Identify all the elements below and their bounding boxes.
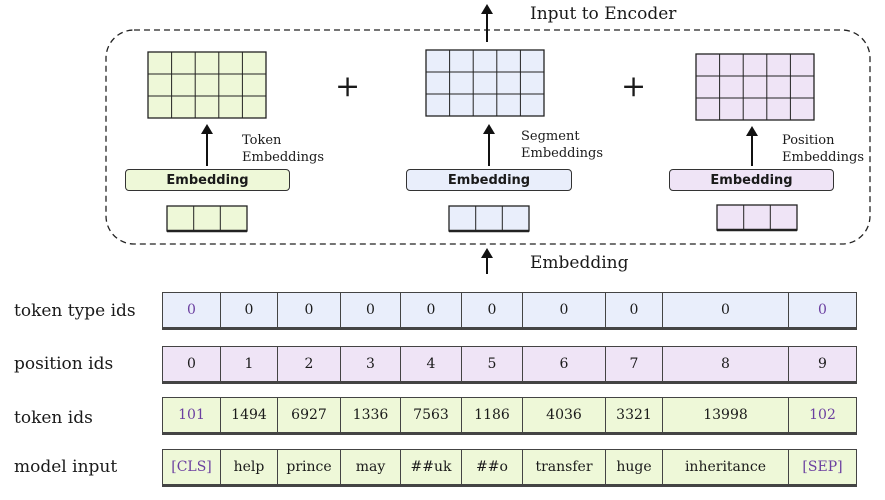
cell: 3321 — [606, 398, 663, 432]
cell: 1 — [221, 347, 278, 381]
cell: 5 — [462, 347, 523, 381]
cell: 0 — [663, 293, 789, 327]
cell: 1494 — [221, 398, 278, 432]
token-arrow — [201, 124, 213, 166]
plus-sign-2: + — [621, 69, 647, 104]
cell: 9 — [818, 356, 827, 372]
cell: 0 — [818, 302, 827, 318]
cell: 0 — [462, 293, 523, 327]
position-label-line2: Embeddings — [782, 150, 864, 165]
cell: 7 — [606, 347, 663, 381]
cell: 0 — [341, 293, 401, 327]
cell: 8 — [663, 347, 789, 381]
cell: 101 — [163, 398, 221, 432]
cell: 13998 — [663, 398, 789, 432]
segment-arrow — [483, 124, 495, 166]
cell: 0 — [163, 293, 221, 327]
cell: may — [341, 450, 401, 484]
cell: transfer — [523, 450, 606, 484]
cell: 4036 — [523, 398, 606, 432]
cell: [SEP] — [802, 459, 843, 475]
cell: 0 — [606, 293, 663, 327]
position-embedding-box: Embedding — [669, 169, 834, 191]
cell: 0 — [221, 293, 278, 327]
cell: huge — [606, 450, 663, 484]
cell: 0 — [523, 293, 606, 327]
segment-label-line2: Embeddings — [521, 146, 603, 161]
token-embedding-grid — [147, 51, 267, 119]
row-label-token-type-ids: token type ids — [14, 301, 136, 321]
embedding-label: Embedding — [530, 253, 629, 273]
cell: help — [221, 450, 278, 484]
cell: prince — [278, 450, 341, 484]
token-label-line1: Token — [242, 133, 282, 148]
token-label-line2: Embeddings — [242, 150, 324, 165]
row-label-model-input: model input — [14, 457, 118, 477]
token-type-ids-row: 0 0 0 0 0 0 0 0 0 0 — [162, 292, 857, 330]
cell: [CLS] — [163, 450, 221, 484]
input-to-encoder-title: Input to Encoder — [530, 4, 677, 24]
cell: 1186 — [462, 398, 523, 432]
cell: ##uk — [401, 450, 462, 484]
cell: 6 — [523, 347, 606, 381]
plus-sign-1: + — [335, 69, 361, 104]
token-ids-row: 101 1494 6927 1336 7563 1186 4036 3321 1… — [162, 397, 857, 435]
position-embedding-grid — [695, 53, 815, 121]
output-arrow — [481, 4, 493, 42]
cell: 1336 — [341, 398, 401, 432]
embedding-arrow — [481, 248, 493, 274]
cell: 6927 — [278, 398, 341, 432]
cell: 7563 — [401, 398, 462, 432]
segment-embedding-grid — [425, 49, 545, 117]
cell: 4 — [401, 347, 462, 381]
cell: 2 — [278, 347, 341, 381]
cell: 3 — [341, 347, 401, 381]
token-input-vector — [166, 205, 248, 233]
position-label-line1: Position — [782, 133, 835, 148]
segment-input-vector — [448, 205, 530, 233]
segment-embeddings-label: Segment Embeddings — [521, 128, 603, 162]
cell: ##o — [462, 450, 523, 484]
cell: 102 — [809, 407, 836, 423]
token-embeddings-label: Token Embeddings — [242, 132, 324, 166]
position-input-vector — [716, 204, 798, 232]
row-label-position-ids: position ids — [14, 354, 114, 374]
cell: inheritance — [663, 450, 789, 484]
position-ids-row: 0 1 2 3 4 5 6 7 8 9 — [162, 346, 857, 384]
segment-embedding-box: Embedding — [406, 169, 572, 191]
position-embeddings-label: Position Embeddings — [782, 132, 864, 166]
cell: 0 — [401, 293, 462, 327]
row-label-token-ids: token ids — [14, 408, 93, 428]
position-arrow — [746, 126, 758, 166]
segment-label-line1: Segment — [521, 129, 580, 144]
model-input-row: [CLS] help prince may ##uk ##o transfer … — [162, 449, 857, 487]
cell: 0 — [278, 293, 341, 327]
cell: 0 — [163, 347, 221, 381]
token-embedding-box: Embedding — [125, 169, 290, 191]
